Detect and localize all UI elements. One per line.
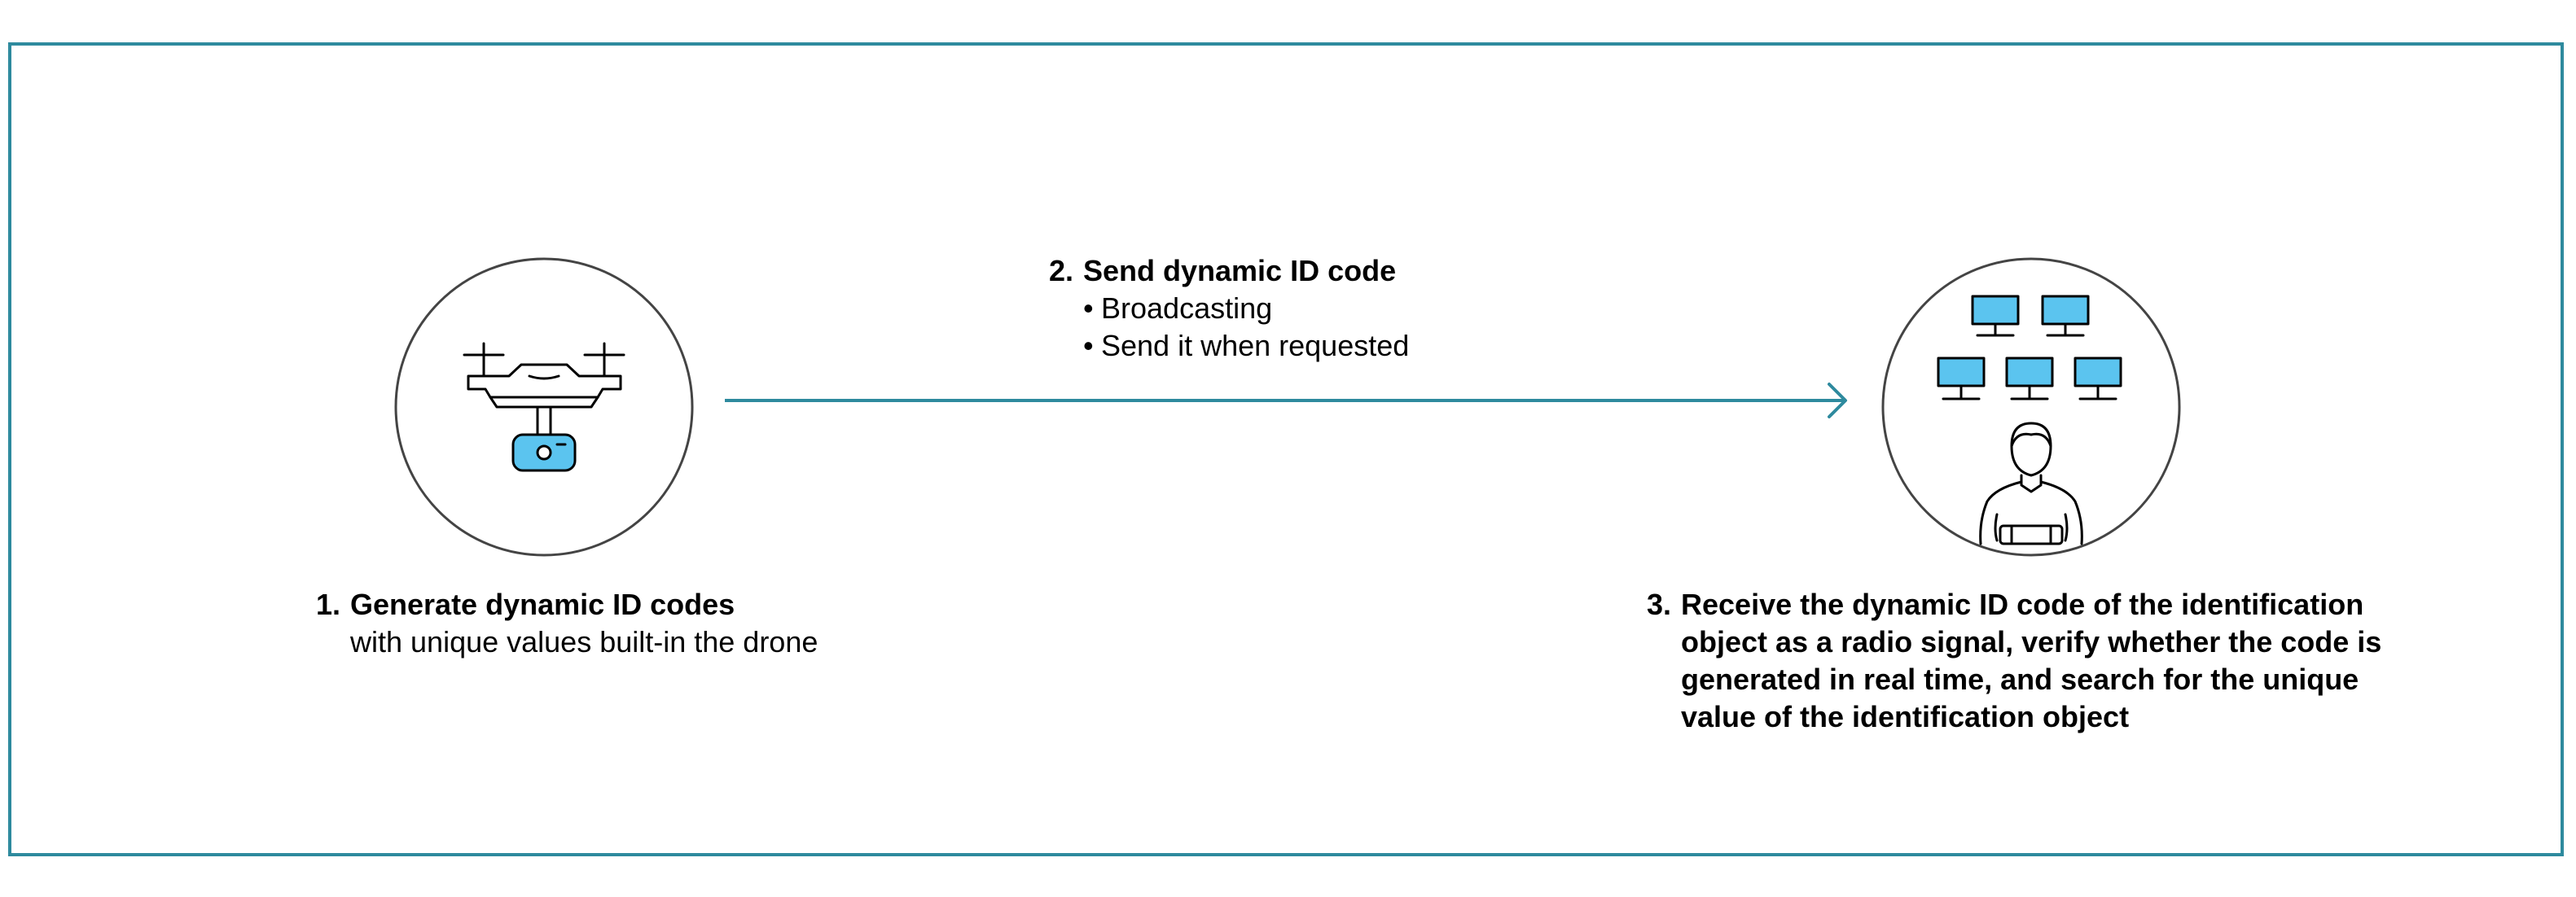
step-2-caption: 2. Send dynamic ID code •Broadcasting •S… bbox=[1049, 252, 1619, 365]
monitor-icon bbox=[2005, 357, 2054, 400]
bullet-dot: • bbox=[1083, 329, 1094, 362]
step-2-number: 2. bbox=[1049, 254, 1074, 287]
drone-node-circle bbox=[394, 257, 694, 557]
monitor-icon bbox=[2074, 357, 2122, 400]
receiver-node bbox=[1881, 257, 2181, 557]
diagram-frame bbox=[8, 42, 2564, 856]
step-3-number: 3. bbox=[1647, 588, 1672, 621]
step-2-title: Send dynamic ID code bbox=[1083, 254, 1397, 287]
step-3-title-line: object as a radio signal, verify whether… bbox=[1681, 625, 2382, 659]
operator-monitors-icon bbox=[1937, 295, 2122, 545]
step-2-bullet: •Send it when requested bbox=[1049, 327, 1619, 365]
step-3-caption: 3. Receive the dynamic ID code of the id… bbox=[1647, 586, 2461, 736]
monitor-icon bbox=[1937, 357, 1986, 400]
step-3-title-line: Receive the dynamic ID code of the ident… bbox=[1681, 588, 2364, 621]
monitor-icon bbox=[1971, 295, 2020, 337]
operator-person-icon bbox=[1979, 422, 2083, 545]
step-1-description: with unique values built-in the drone bbox=[350, 625, 818, 659]
drone-node bbox=[394, 257, 694, 557]
transmission-arrow bbox=[725, 383, 1847, 418]
receiver-node-circle bbox=[1881, 257, 2181, 557]
arrow-head-icon bbox=[1828, 383, 1847, 418]
step-1-number: 1. bbox=[316, 588, 341, 621]
step-1-title: Generate dynamic ID codes bbox=[350, 588, 735, 621]
step-3-title-line: generated in real time, and search for t… bbox=[1681, 663, 2359, 696]
monitor-icon bbox=[2041, 295, 2090, 337]
step-2-bullet-text: Broadcasting bbox=[1101, 291, 1273, 325]
step-1-caption: 1. Generate dynamic ID codes with unique… bbox=[316, 586, 935, 661]
step-2-bullet-text: Send it when requested bbox=[1101, 329, 1410, 362]
drone-icon bbox=[463, 342, 625, 472]
step-3-title-line: value of the identification object bbox=[1681, 700, 2130, 733]
bullet-dot: • bbox=[1083, 291, 1094, 325]
step-2-bullet: •Broadcasting bbox=[1049, 290, 1619, 327]
